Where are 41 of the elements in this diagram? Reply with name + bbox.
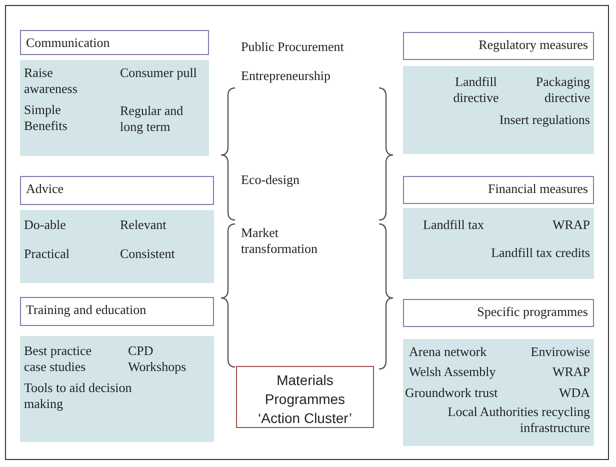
item-text: Landfill tax (423, 217, 486, 233)
section-panel (20, 336, 214, 442)
section-header: Regulatory measures (403, 32, 594, 60)
action-cluster-box: Materials Programmes ‘Action Cluster’ (236, 366, 374, 428)
item-text: Arena network (409, 344, 488, 360)
item-text: Packaging directive (534, 74, 590, 106)
item-text: Consistent (120, 246, 176, 262)
section-header: Training and education (20, 297, 214, 326)
item-text: Insert regulations (498, 112, 590, 128)
section-panel (403, 339, 594, 446)
theme-label: Market transformation (241, 225, 319, 257)
item-text: Tools to aid decision making (24, 380, 133, 412)
section-header: Advice (20, 176, 214, 205)
item-text: Best practice case studies (24, 343, 92, 375)
theme-label: Public Procurement (241, 39, 345, 55)
item-text: Consumer pull (120, 65, 198, 81)
theme-label: Eco-design (241, 172, 300, 188)
section-panel (20, 60, 209, 156)
item-text: Relevant (120, 217, 168, 233)
item-text: Landfill tax credits (490, 245, 590, 261)
item-text: Do-able (24, 217, 67, 233)
item-text: Local Authorities recycling infrastructure (446, 404, 590, 436)
section-header: Specific programmes (403, 299, 594, 327)
section-header: Communication (20, 30, 209, 55)
item-text: Landfill directive (452, 74, 500, 106)
item-text: WDA (558, 385, 590, 401)
item-text: Simple Benefits (24, 102, 68, 134)
section-panel (20, 210, 214, 283)
item-text: Welsh Assembly (409, 364, 497, 380)
item-text: Raise awareness (24, 65, 78, 97)
item-text: WRAP (551, 364, 590, 380)
section-panel (403, 208, 594, 279)
item-text: Envirowise (530, 344, 590, 360)
section-header: Financial measures (403, 176, 594, 204)
item-text: Practical (24, 246, 70, 262)
item-text: Groundwork trust (405, 385, 499, 401)
item-text: Regular and long term (120, 103, 184, 135)
item-text: WRAP (551, 217, 590, 233)
item-text: CPD Workshops (128, 343, 188, 375)
section-panel (403, 66, 594, 154)
theme-label: Entrepreneurship (241, 68, 332, 84)
